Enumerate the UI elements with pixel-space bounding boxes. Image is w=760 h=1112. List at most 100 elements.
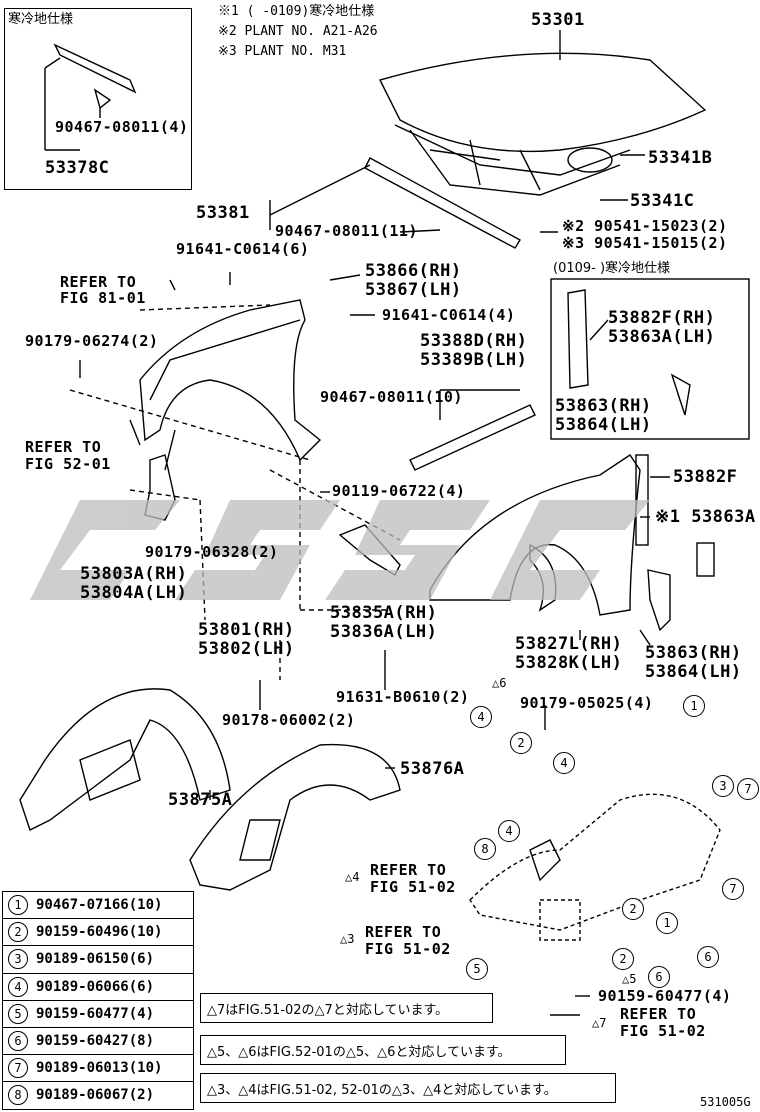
- callout-6: 6: [697, 946, 719, 968]
- legend-row[interactable]: 2 90159-60496(10): [3, 919, 193, 947]
- legend-number: 3: [8, 949, 28, 970]
- callout-7: 7: [722, 878, 744, 900]
- part-label-53863-RH-inset[interactable]: 53863(RH): [555, 396, 652, 416]
- part-label-53835A[interactable]: 53835A(RH): [330, 603, 438, 623]
- legend-part: 90467-07166(10): [36, 897, 163, 914]
- callout-7: 7: [737, 778, 759, 800]
- part-label-53863A-LH[interactable]: 53863A(LH): [608, 327, 716, 347]
- part-label-53836A[interactable]: 53836A(LH): [330, 622, 438, 642]
- legend-row[interactable]: 8 90189-06067(2): [3, 1082, 193, 1108]
- legend-number: 7: [8, 1058, 28, 1079]
- legend-row[interactable]: 5 90159-60477(4): [3, 1001, 193, 1028]
- callout-4: 4: [498, 820, 520, 842]
- part-label-53864-LH-inset[interactable]: 53864(LH): [555, 415, 652, 435]
- part-label-53378C[interactable]: 53378C: [45, 158, 110, 178]
- callout-1: 1: [683, 695, 705, 717]
- part-label-90467-08011-11[interactable]: 90467-08011(11): [275, 222, 418, 240]
- legend-number: 4: [8, 976, 28, 997]
- legend-row[interactable]: 4 90189-06066(6): [3, 974, 193, 1001]
- refer-fig-81-01-line2[interactable]: FIG 81-01: [60, 289, 146, 307]
- part-label-53876A[interactable]: 53876A: [400, 759, 465, 779]
- part-label-53341C[interactable]: 53341C: [630, 191, 695, 211]
- callout-2: 2: [612, 948, 634, 970]
- note-1: ※1 ( -0109)寒冷地仕様: [218, 4, 375, 19]
- legend-part: 90189-06150(6): [36, 951, 155, 968]
- refer-fig-51-02-c-line2[interactable]: FIG 51-02: [620, 1022, 706, 1040]
- legend-part: 90159-60427(8): [36, 1033, 155, 1050]
- legend-row[interactable]: 1 90467-07166(10): [3, 892, 193, 920]
- part-label-90179-06274[interactable]: 90179-06274(2): [25, 332, 159, 350]
- cold-region-inset-box: [4, 8, 192, 190]
- legend-part: 90159-60477(4): [36, 1005, 155, 1022]
- callout-4: 4: [470, 706, 492, 728]
- part-label-90119-06722[interactable]: 90119-06722(4): [332, 482, 466, 500]
- part-label-53863A[interactable]: ※1 53863A: [655, 507, 756, 527]
- refer-fig-51-02-b-line2[interactable]: FIG 51-02: [365, 940, 451, 958]
- part-label-90541-15023[interactable]: ※2 90541-15023(2): [562, 217, 728, 235]
- part-label-90178-06002[interactable]: 90178-06002(2): [222, 711, 356, 729]
- legend-part: 90189-06067(2): [36, 1087, 155, 1104]
- part-label-53882F[interactable]: 53882F: [673, 467, 738, 487]
- part-label-53801[interactable]: 53801(RH): [198, 620, 295, 640]
- callout-5: 5: [466, 958, 488, 980]
- legend-number: 1: [8, 895, 28, 916]
- callout-8: 8: [474, 838, 496, 860]
- part-label-53389B[interactable]: 53389B(LH): [420, 350, 528, 370]
- part-label-90179-05025[interactable]: 90179-05025(4): [520, 694, 654, 712]
- legend-number: 5: [8, 1003, 28, 1024]
- part-label-90179-06328[interactable]: 90179-06328(2): [145, 543, 279, 561]
- callout-1: 1: [656, 912, 678, 934]
- refer-fig-51-02-a-line1[interactable]: REFER TO: [370, 861, 447, 879]
- legend-row[interactable]: 7 90189-06013(10): [3, 1055, 193, 1083]
- part-label-53864-LH[interactable]: 53864(LH): [645, 662, 742, 682]
- callout-4: 4: [553, 752, 575, 774]
- part-label-90467-08011-4[interactable]: 90467-08011(4): [55, 118, 189, 136]
- part-label-53866[interactable]: 53866(RH): [365, 261, 462, 281]
- part-label-53388D[interactable]: 53388D(RH): [420, 331, 528, 351]
- legend-row[interactable]: 6 90159-60427(8): [3, 1028, 193, 1056]
- fastener-legend: 1 90467-07166(10) 2 90159-60496(10) 3 90…: [2, 891, 194, 1110]
- part-label-53381[interactable]: 53381: [196, 203, 250, 223]
- part-label-90541-15015[interactable]: ※3 90541-15015(2): [562, 234, 728, 252]
- triangle-5-marker: △5: [622, 972, 637, 986]
- part-label-53827L[interactable]: 53827L(RH): [515, 634, 623, 654]
- callout-2: 2: [622, 898, 644, 920]
- part-label-53803A[interactable]: 53803A(RH): [80, 564, 188, 584]
- part-label-53828K[interactable]: 53828K(LH): [515, 653, 623, 673]
- refer-fig-52-01-line1[interactable]: REFER TO: [25, 438, 102, 456]
- refer-fig-52-01-line2[interactable]: FIG 52-01: [25, 455, 111, 473]
- triangle-7-marker: △7: [592, 1016, 607, 1030]
- part-label-53804A[interactable]: 53804A(LH): [80, 583, 188, 603]
- refer-fig-51-02-b-line1[interactable]: REFER TO: [365, 923, 442, 941]
- triangle-3-marker: △3: [340, 932, 355, 946]
- part-label-53867[interactable]: 53867(LH): [365, 280, 462, 300]
- part-label-53882F-RH[interactable]: 53882F(RH): [608, 308, 716, 328]
- part-label-91631-B0610[interactable]: 91631-B0610(2): [336, 688, 470, 706]
- part-label-91641-C0614-6[interactable]: 91641-C0614(6): [176, 240, 310, 258]
- part-label-53875A[interactable]: 53875A: [168, 790, 233, 810]
- note-3: ※3 PLANT NO. M31: [218, 44, 347, 59]
- legend-number: 2: [8, 922, 28, 943]
- callout-6: 6: [648, 966, 670, 988]
- inset-title: 寒冷地仕様: [8, 12, 74, 27]
- triangle-6-marker: △6: [492, 676, 507, 690]
- legend-part: 90189-06013(10): [36, 1060, 163, 1077]
- part-label-53341B[interactable]: 53341B: [648, 148, 713, 168]
- legend-number: 8: [8, 1085, 28, 1106]
- refer-fig-81-01-line1[interactable]: REFER TO: [60, 273, 137, 291]
- refer-fig-51-02-c-line1[interactable]: REFER TO: [620, 1005, 697, 1023]
- part-label-90467-08011-10[interactable]: 90467-08011(10): [320, 388, 463, 406]
- refer-fig-51-02-a-line2[interactable]: FIG 51-02: [370, 878, 456, 896]
- footnote-7: △7はFIG.51-02の△7と対応しています。: [200, 993, 493, 1023]
- callout-2: 2: [510, 732, 532, 754]
- part-label-53863-RH[interactable]: 53863(RH): [645, 643, 742, 663]
- part-label-90159-60477[interactable]: 90159-60477(4): [598, 987, 732, 1005]
- part-label-53301[interactable]: 53301: [531, 10, 585, 30]
- diagram-id: 531005G: [700, 1095, 751, 1109]
- part-label-91641-C0614-4[interactable]: 91641-C0614(4): [382, 306, 516, 324]
- triangle-4-marker: △4: [345, 870, 360, 884]
- legend-row[interactable]: 3 90189-06150(6): [3, 946, 193, 974]
- cold-region-title: (0109- )寒冷地仕様: [553, 261, 671, 276]
- part-label-53802[interactable]: 53802(LH): [198, 639, 295, 659]
